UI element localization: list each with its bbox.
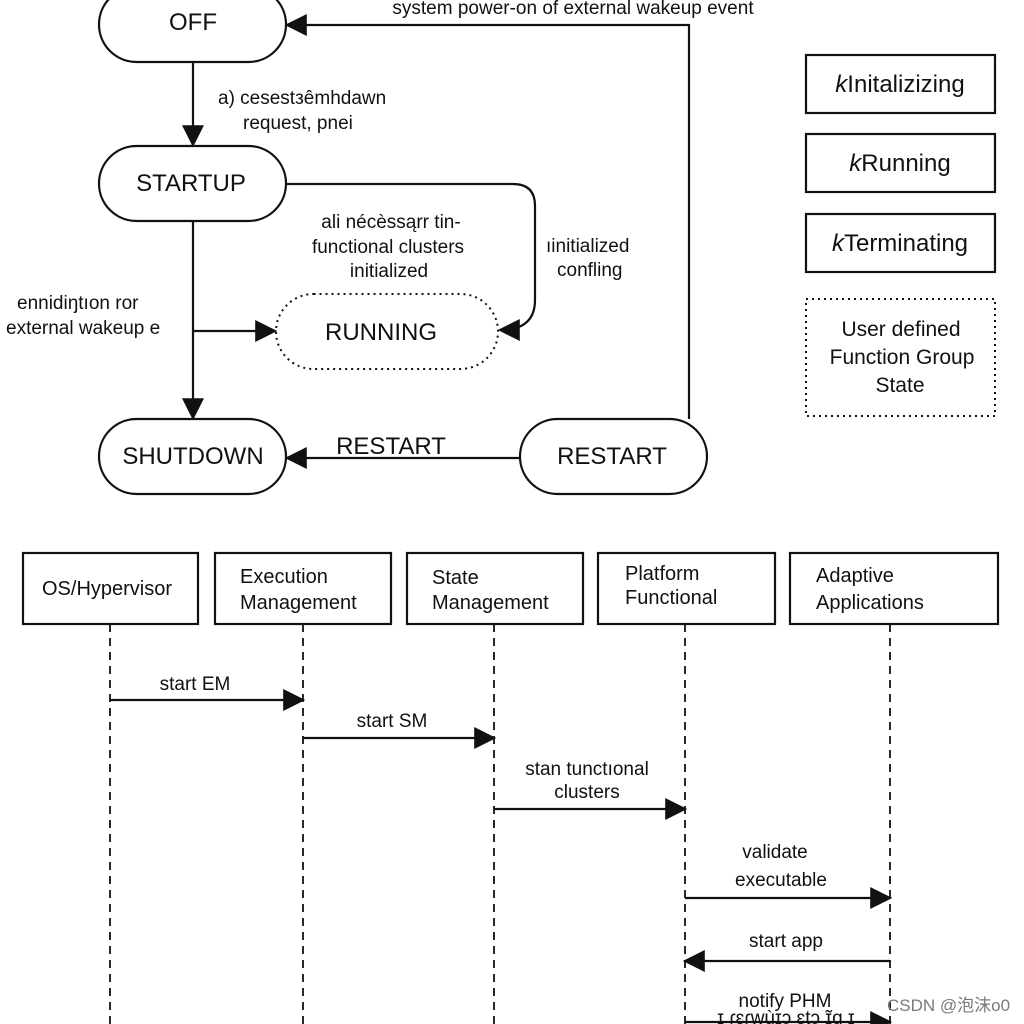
transition-startup-mid-label-line3: initialized [350,261,428,282]
legend-terminating-box [804,212,997,274]
transition-restart-to-off [284,14,691,419]
participant-box [405,551,585,626]
sequence-diagram: OS/HypervisorExecutionManagementStateMan… [21,551,1000,1024]
legend-terminating-text: Terminating [844,230,968,257]
legend-initializing-box [804,53,997,115]
legend-user-defined-line3: State [875,374,924,397]
sequence-message: start app [682,931,890,972]
state-off-label: OFF [169,9,217,36]
sequence-message: validate executable [685,842,893,909]
message-label: start SM [357,711,428,732]
state-restart [518,417,709,496]
transition-startup-to-running [286,182,537,341]
participant-label: State [432,567,479,589]
transition-top-label: system power-on of external wakeup event [392,0,754,19]
state-restart-label: RESTART [557,443,667,470]
legend: kInitalizizing kRunning kTerminating Use… [804,53,997,417]
participant-label: Applications [816,592,924,614]
message-footer-partial: ɪ ɾɛɾwùɪɔ ɛtɔ ɪ̃ɑ ɪ [717,1008,855,1024]
legend-user-defined-box [805,298,996,417]
legend-initializing-prefix: k [835,71,849,98]
transition-off-startup-label-line1: a) cesestзêmhdawn [218,88,386,109]
state-shutdown-label: SHUTDOWN [122,443,263,470]
participant-label: Platform [625,563,699,585]
participant-box [596,551,777,626]
state-running-label: RUNNING [325,319,437,346]
legend-running-label: kRunning [849,150,950,177]
participant-label: Functional [625,587,717,609]
state-startup-label: STARTUP [136,170,246,197]
legend-running-prefix: k [849,150,863,177]
legend-terminating-prefix: k [832,230,846,257]
transition-startup-right-label-line2: confling [557,260,623,281]
sequence-message: notify PHM [685,991,893,1024]
legend-user-defined-line1: User defined [841,318,960,341]
state-machine: OFF STARTUP RUNNING SHUTDOWN RESTART sys… [6,0,754,496]
message-label: notify PHM [739,991,832,1012]
transition-off-startup-label-line2: request, pnei [243,113,353,134]
message-label: validate [742,842,808,863]
csdn-watermark: CSDN @泡沫o0 [887,996,1010,1015]
legend-user-defined-line2: Function Group [830,346,975,369]
message-label: clusters [554,782,619,803]
participant-label: Management [432,592,549,614]
message-label: start app [749,931,823,952]
transition-left-label-line1: ennidiŋtıon ror [17,293,139,314]
sequence-message: start EM [110,674,306,711]
legend-initializing-text: Initalizizing [847,71,964,98]
participant-label: Execution [240,566,328,588]
transition-restart-shutdown-label: RESTART [336,433,446,460]
transition-startup-mid-label-line1: ali nécèssąrr tin- [321,212,460,233]
legend-running-text: Running [861,150,950,177]
participant-label: Management [240,592,357,614]
sequence-message: start SM [303,711,497,749]
legend-initializing-label: kInitalizizing [835,71,964,98]
legend-running-box [804,132,997,194]
sequence-participant: OS/Hypervisor [21,551,200,1024]
participant-box [788,551,1000,626]
participant-label: OS/Hypervisor [42,578,172,600]
transition-startup-right-label-line1: ıinitialized [546,236,629,257]
message-label: start EM [160,674,231,695]
transition-left-label-line2: external wakeup e [6,318,160,339]
participant-label: Adaptive [816,565,894,587]
transition-startup-mid-label-line2: functional clusters [312,237,464,258]
message-label: stan tunctıonal [525,759,649,780]
legend-terminating-label: kTerminating [832,230,968,257]
message-label: executable [735,870,827,891]
